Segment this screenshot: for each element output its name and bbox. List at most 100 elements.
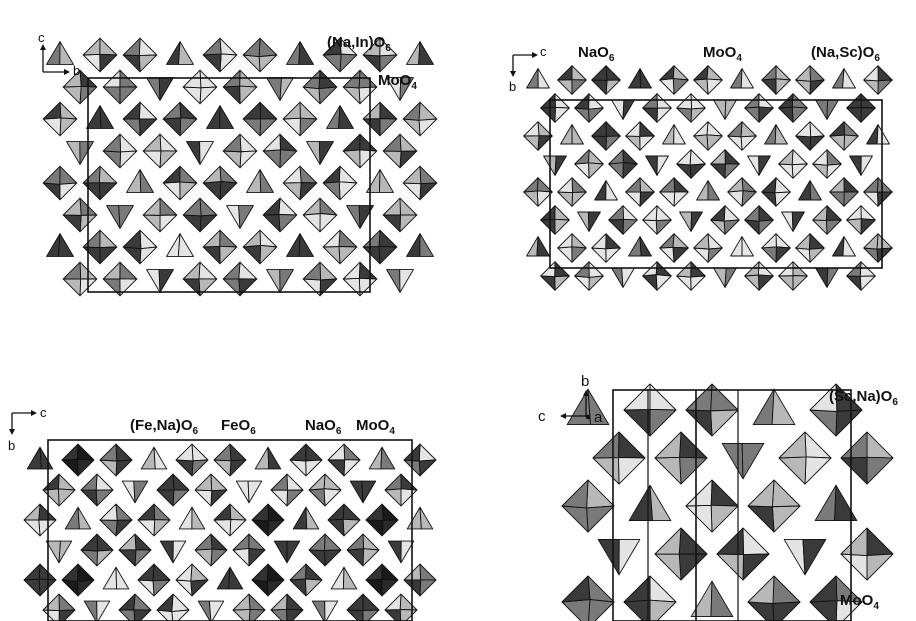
tetrahedron-face [707,180,720,201]
octahedron-face [122,229,142,250]
tetrahedron-face [587,211,601,232]
octahedron-face [327,443,346,461]
octahedron-face [322,165,341,184]
octahedron-face [102,133,121,153]
octahedron-face [654,431,682,459]
octahedron-face [591,65,608,81]
octahedron-face [761,65,777,81]
octahedron-face [642,93,658,109]
octahedron-face [384,473,402,491]
tetrahedron-face [571,124,584,145]
octahedron-face [362,101,381,120]
octahedron-face [809,383,838,412]
tetrahedron-face [774,124,788,145]
tetrahedron-face [228,566,244,590]
octahedron-face [42,165,61,185]
octahedron-face [557,177,573,193]
octahedron-face [561,575,591,603]
octahedron-face [795,65,811,82]
structure-panel-1: c b (Na,In)O6 MoO4 [0,0,458,320]
octahedron-face [222,261,241,280]
tetrahedron-face [361,480,377,504]
octahedron-face [846,261,862,277]
octahedron-face [142,133,162,152]
tetrahedron-face [537,68,550,89]
octahedron-face [182,261,201,280]
tetrahedron-face [115,566,130,590]
tetrahedron-face [741,442,765,480]
tetrahedron-face [379,169,394,193]
tetrahedron-face [380,446,396,470]
octahedron-face [659,177,676,193]
tetrahedron-face [710,580,734,618]
tetrahedron-face [79,141,94,165]
octahedron-face [716,527,744,556]
tetrahedron-face [96,600,111,621]
octahedron-face [778,431,807,459]
octahedron-face [232,533,250,551]
octahedron-face [574,93,590,110]
octahedron-face [362,229,381,248]
octahedron-face [623,575,651,603]
structure-panel-2: c b NaO6 MoO4 (Na,Sc)O6 [458,0,916,320]
octahedron-face [251,503,269,522]
octahedron-face [676,261,692,278]
tetrahedron-face [809,180,822,201]
tetrahedron-face [842,236,856,257]
axis-arrows-2 [510,52,538,77]
octahedron-face [327,503,345,521]
polyhedra-drawing-3 [23,439,437,621]
octahedron-face [574,149,590,165]
octahedron-face [302,261,321,281]
octahedron-face [62,261,82,280]
octahedron-face [625,177,641,193]
unit-cell-outline [47,439,413,621]
octahedron-face [840,431,868,459]
octahedron-face [685,479,713,507]
tetrahedron-face [876,124,890,145]
tetrahedron-face [639,236,652,257]
unit-cell-outline [612,389,852,621]
octahedron-face [202,165,222,184]
unit-cell-outline [549,99,883,269]
octahedron-face [175,563,193,582]
tetrahedron-face [771,388,796,426]
octahedron-face [346,593,364,611]
octahedron-face [322,37,342,56]
tetrahedron-face [649,484,672,522]
tetrahedron-face [536,236,550,257]
octahedron-face [523,121,540,137]
octahedron-face [402,165,422,185]
octahedron-face [194,533,213,551]
octahedron-face [761,233,777,249]
octahedron-face [727,177,744,193]
octahedron-face [384,593,402,611]
tetrahedron-face [279,269,294,293]
axis-label-vertical: b [8,438,16,453]
axis-arrows-1 [40,44,70,75]
tetrahedron-face [247,480,263,504]
octahedron-face [23,563,41,581]
tetrahedron-face [400,540,415,564]
octahedron-face [654,527,682,555]
octahedron-face [322,229,341,248]
octahedron-face [710,149,726,165]
axis-label-horizontal: c [540,44,547,59]
octahedron-face [202,37,222,56]
tetrahedron-face [305,506,320,530]
label-moo4: MoO4 [703,44,742,64]
tetrahedron-face [399,77,414,101]
tetrahedron-face [238,205,254,229]
octahedron-face [262,133,281,152]
tetrahedron-face [418,41,434,65]
tetrahedron-face [298,41,314,65]
octahedron-face [232,593,251,611]
octahedron-face [308,473,326,491]
tetrahedron-face [58,540,73,564]
axis-label-vertical: b [581,373,590,390]
octahedron-face [289,563,307,581]
tetrahedron-face [139,169,154,193]
octahedron-face [213,443,232,462]
octahedron-face [727,121,743,138]
octahedron-face [118,533,137,551]
